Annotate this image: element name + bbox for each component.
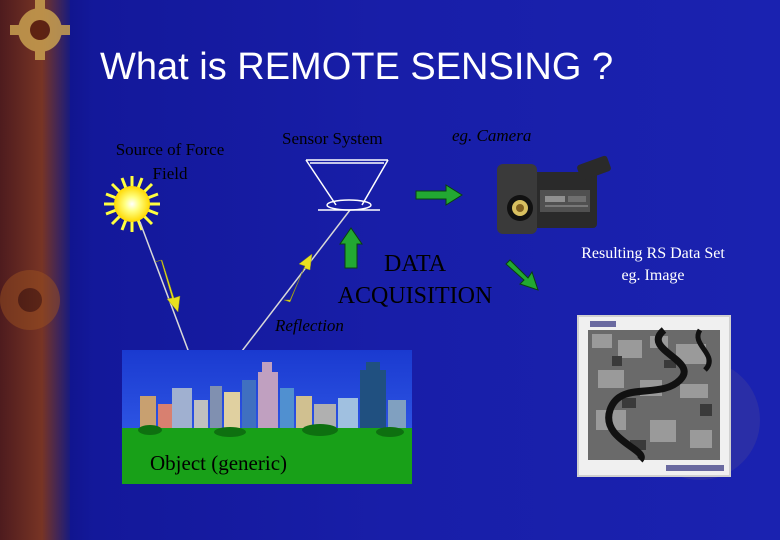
source-label-line1: Source of Force — [115, 140, 225, 159]
incident-arrow — [154, 259, 181, 313]
reflection-label: Reflection — [275, 316, 344, 335]
diagonal-arrow — [505, 259, 539, 291]
result-label-line1: Resulting RS Data Set — [581, 245, 725, 262]
sensor-cone-icon — [305, 159, 389, 211]
rightward-arrow — [415, 184, 463, 206]
result-data-set-label: Resulting RS Data Set eg. Image — [560, 243, 746, 287]
city-skyline-icon — [122, 350, 412, 484]
source-of-force-field-label: Source of Force Field — [102, 138, 238, 186]
source-label-line2: Field — [152, 164, 188, 183]
gear-icon — [0, 270, 60, 330]
sun-icon — [104, 176, 160, 232]
gear-icon — [10, 0, 70, 60]
data-label-line1: DATA — [383, 251, 447, 277]
camera-label: eg. Camera — [452, 126, 532, 145]
data-acquisition-label: DATA ACQUISITION — [320, 248, 510, 312]
camcorder-icon — [497, 155, 611, 234]
satellite-image-icon — [577, 315, 731, 477]
data-label-line2: ACQUISITION — [337, 283, 493, 309]
sensor-system-label: Sensor System — [282, 129, 383, 148]
page-title: What is REMOTE SENSING ? — [100, 46, 614, 88]
reflected-arrow — [283, 253, 313, 303]
result-label-line2: eg. Image — [621, 267, 685, 284]
object-label: Object (generic) — [150, 451, 288, 475]
upward-arrow — [339, 227, 363, 269]
